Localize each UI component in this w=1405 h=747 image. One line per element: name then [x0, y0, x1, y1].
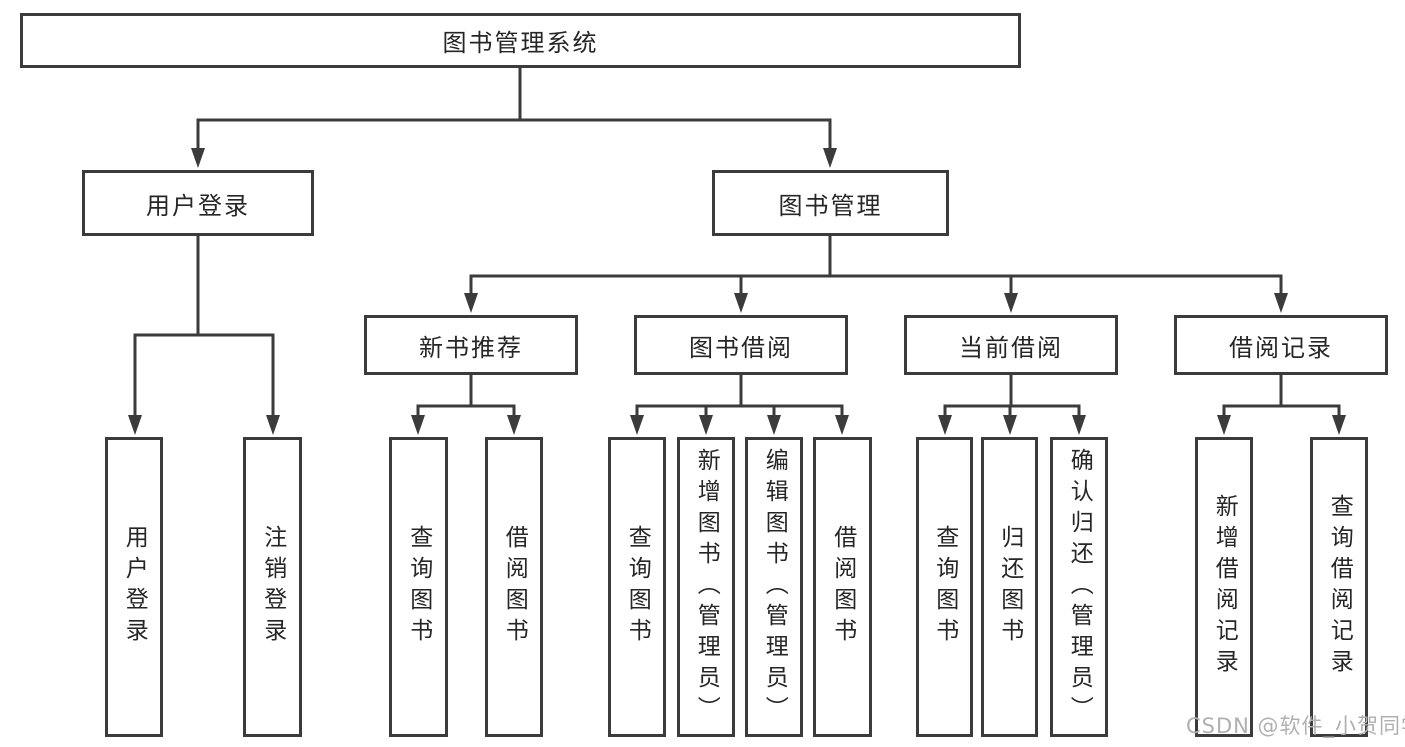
node-book-borrowing: 图书借阅: [634, 315, 848, 375]
connector-book-borrowing-to-leaves: [630, 375, 849, 435]
arrowhead-icon: [630, 415, 644, 435]
arrowhead-icon: [734, 293, 748, 313]
node-borrowing-records: 借阅记录: [1174, 315, 1388, 375]
leaf-user-login: 用户登录: [105, 437, 163, 737]
node-new-book-recommendation: 新书推荐: [364, 315, 578, 375]
node-root: 图书管理系统: [20, 13, 1021, 68]
arrowhead-icon: [507, 415, 521, 435]
arrowhead-icon: [411, 415, 425, 435]
arrowhead-icon: [1004, 293, 1018, 313]
arrowhead-icon: [1332, 415, 1346, 435]
node-book-management: 图书管理: [712, 170, 949, 236]
connector-borrowing-records-to-leaves: [1217, 375, 1346, 435]
leaf-cb-return-books: 归还图书: [981, 437, 1038, 737]
arrowhead-icon: [767, 415, 781, 435]
arrowhead-icon: [128, 415, 142, 435]
arrowhead-icon: [464, 293, 478, 313]
connector-root-to-level1: [191, 68, 837, 168]
arrowhead-icon: [266, 415, 280, 435]
leaf-nbr-query-books: 查询图书: [389, 437, 448, 737]
leaf-bb-edit-books-admin: 编辑图书（管理员）: [745, 437, 803, 737]
arrowhead-icon: [191, 148, 205, 168]
arrowhead-icon: [823, 148, 837, 168]
connector-user-login-to-leaves: [128, 236, 280, 435]
connector-current-borrowing-to-leaves: [938, 375, 1086, 435]
arrowhead-icon: [835, 415, 849, 435]
leaf-bb-add-books-admin: 新增图书（管理员）: [677, 437, 735, 737]
leaf-bb-query-books: 查询图书: [608, 437, 666, 737]
arrowhead-icon: [1217, 415, 1231, 435]
leaf-cb-confirm-return-admin: 确认归还（管理员）: [1050, 437, 1108, 737]
node-current-borrowing: 当前借阅: [904, 315, 1118, 375]
leaf-br-add-borrow-record: 新增借阅记录: [1195, 437, 1253, 737]
arrowhead-icon: [1003, 415, 1017, 435]
arrowhead-icon: [699, 415, 713, 435]
leaf-cb-query-books: 查询图书: [916, 437, 973, 737]
arrowhead-icon: [1072, 415, 1086, 435]
node-user-login: 用户登录: [82, 170, 314, 236]
connector-book-management-to-level2: [464, 236, 1288, 313]
leaf-nbr-borrow-books: 借阅图书: [485, 437, 543, 737]
leaf-bb-borrow-books: 借阅图书: [813, 437, 872, 737]
connector-new-book-recommendation-to-leaves: [411, 375, 521, 435]
arrowhead-icon: [1274, 293, 1288, 313]
arrowhead-icon: [938, 415, 952, 435]
leaf-logout-login: 注销登录: [243, 437, 302, 737]
leaf-br-query-borrow-record: 查询借阅记录: [1310, 437, 1368, 737]
watermark-csdn: CSDN @软件_小贺同学: [1186, 714, 1405, 738]
